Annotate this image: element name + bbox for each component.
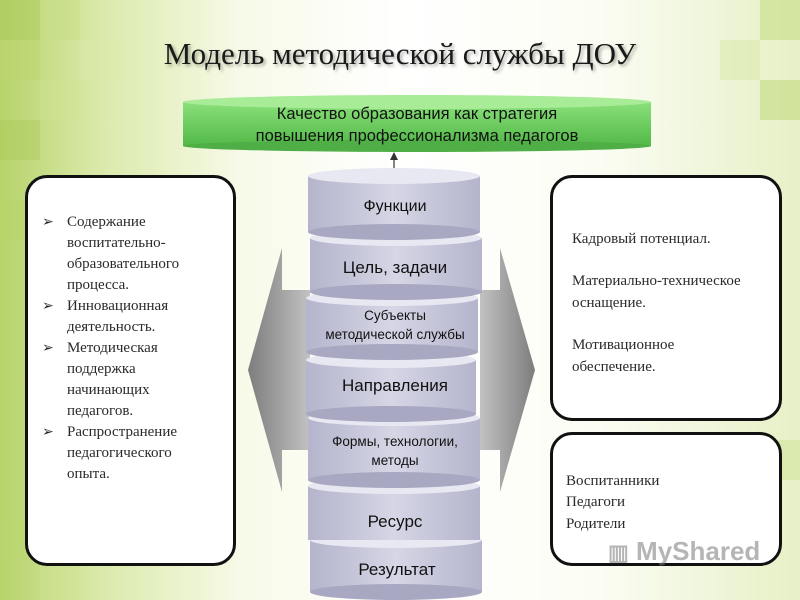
list-item-line: начинающих (67, 382, 150, 398)
right-arrow (480, 248, 535, 492)
list-item-line: деятельность. (67, 319, 156, 335)
list-item-line: воспитательно- (67, 235, 166, 251)
resource-item-staff: Кадровый потенциал. (572, 231, 711, 247)
resource-item-material: Материально-техническое оснащение. (572, 270, 773, 314)
arrow-bullet-icon: ➢ (42, 341, 54, 356)
stack-label-forms: Формы, технологии, методы (310, 432, 480, 470)
resource-item-line: обеспечение. (572, 359, 656, 375)
banner-line-1: Качество образования как стратегия (276, 105, 558, 123)
stack-label-resource: Ресурс (367, 512, 423, 531)
stack-label-subjects: Субъекты методической службы (310, 306, 480, 344)
stack-label-forms-line-1: Формы, технологии, (332, 434, 458, 449)
up-arrow-head (390, 152, 398, 160)
left-content-list: ➢ Содержание воспитательно- образователь… (28, 178, 233, 485)
page-title: Модель методической службы ДОУ (163, 36, 637, 71)
goal-banner: Качество образования как стратегия повыш… (183, 94, 651, 152)
list-item-line: Методическая (67, 340, 158, 356)
participants-box: Воспитанники Педагоги Родители (550, 432, 782, 566)
arrow-bullet-icon: ➢ (42, 299, 54, 314)
list-item-line: образовательного (67, 256, 180, 272)
stack-label-goals: Цель, задачи (342, 258, 448, 277)
watermark-icon: ▥ (608, 540, 629, 565)
banner-shape (183, 95, 651, 152)
participant-parents: Родители (566, 516, 626, 532)
watermark-text: MyShared (636, 536, 761, 566)
list-item-line: педагогов. (67, 403, 134, 419)
list-item-line: опыта. (67, 466, 110, 482)
list-item-line: педагогического (67, 445, 172, 461)
stack-label-result: Результат (358, 560, 436, 579)
list-item-line: Распространение (67, 424, 178, 440)
list-item: ➢ Методическая поддержка начинающих педа… (42, 338, 233, 422)
stack-label-subjects-line-1: Субъекты (364, 308, 426, 323)
resource-item-line: оснащение. (572, 295, 646, 311)
participant-pupils: Воспитанники (566, 473, 660, 489)
list-item: ➢ Распространение педагогического опыта. (42, 422, 233, 485)
banner-line-2: повышения профессионализма педагогов (255, 127, 579, 145)
resource-item-line: Мотивационное (572, 337, 675, 353)
list-item: ➢ Содержание воспитательно- образователь… (42, 212, 233, 296)
resources-box: Кадровый потенциал. Материально-техничес… (550, 175, 782, 421)
participant-teachers: Педагоги (566, 494, 626, 510)
stack-label-forms-line-2: методы (371, 453, 419, 468)
cylinder-functions (308, 168, 480, 240)
stack-label-directions: Направления (342, 376, 448, 395)
arrow-bullet-icon: ➢ (42, 425, 54, 440)
list-item-line: процесса. (67, 277, 129, 293)
left-arrow (248, 248, 310, 492)
list-item-line: поддержка (67, 361, 136, 377)
stack-label-functions: Функции (363, 198, 427, 215)
watermark-logo: ▥ MyShared (608, 536, 760, 567)
list-item-line: Содержание (67, 214, 146, 230)
list-item: ➢ Инновационная деятельность. (42, 296, 233, 338)
left-content-box: ➢ Содержание воспитательно- образователь… (25, 175, 236, 566)
stack-label-subjects-line-2: методической службы (325, 327, 465, 342)
resource-item-motivation: Мотивационное обеспечение. (572, 334, 773, 378)
arrow-bullet-icon: ➢ (42, 215, 54, 230)
list-item-line: Инновационная (67, 298, 169, 314)
resource-item-line: Материально-техническое (572, 273, 741, 289)
